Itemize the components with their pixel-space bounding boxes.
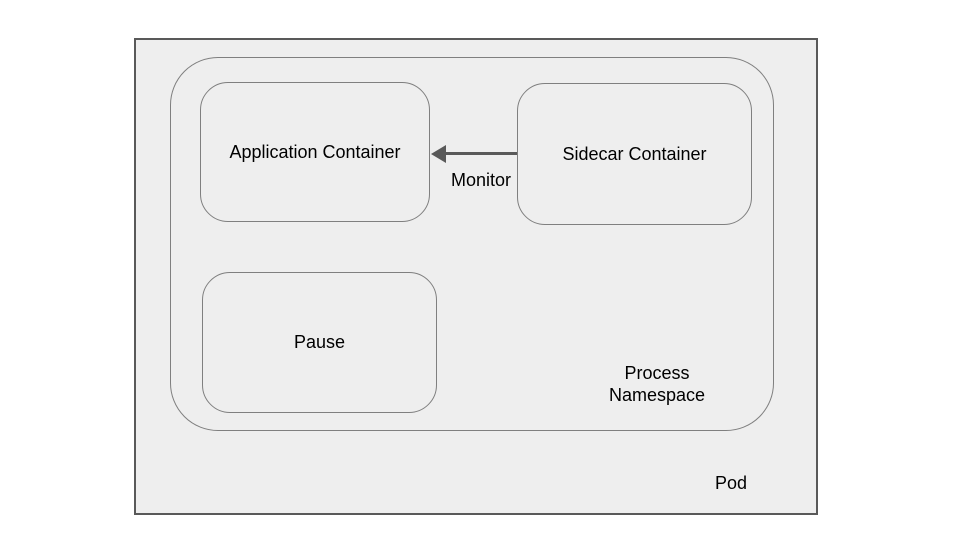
pause-container-label: Pause [293,332,346,352]
application-container-box: Application Container [200,82,430,222]
pause-container-box: Pause [202,272,437,413]
sidecar-container-box: Sidecar Container [517,83,752,225]
sidecar-container-label: Sidecar Container [562,143,707,164]
pod-label: Pod [714,473,748,493]
process-namespace-label: Process Namespace [608,363,706,405]
process-namespace-boundary: Application Container Sidecar Container … [170,57,774,431]
application-container-label: Application Container [229,141,401,162]
monitor-arrow-line [445,152,517,155]
monitor-arrow-label: Monitor [450,170,512,190]
monitor-arrowhead-left-icon [431,145,446,163]
pod-boundary: Application Container Sidecar Container … [134,38,818,515]
